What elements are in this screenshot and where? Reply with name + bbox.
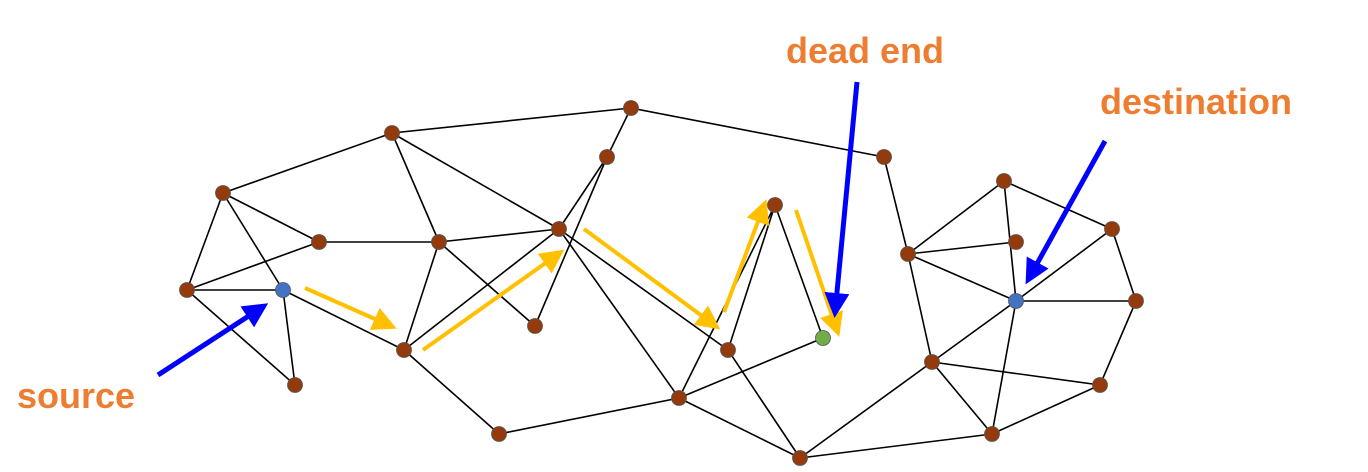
dead-end-pointer-arrow <box>824 81 860 318</box>
node-b <box>179 282 195 298</box>
edge-a-b <box>186 192 224 291</box>
node-n <box>671 390 687 406</box>
edge-q-r <box>774 204 824 339</box>
node-layer <box>179 100 1144 466</box>
node-d <box>311 234 327 250</box>
node-ac <box>1092 377 1108 393</box>
edge-layer <box>186 107 1137 459</box>
edge-j-l <box>534 156 608 327</box>
node-u <box>792 450 808 466</box>
edge-v-z <box>907 253 1017 302</box>
edge-s-e <box>282 289 296 386</box>
pointer-arrow-layer <box>156 81 1108 378</box>
edge-j-k <box>558 156 608 230</box>
edge-a-d <box>222 192 320 243</box>
route-arrow-5 <box>794 209 843 337</box>
node-w <box>996 173 1012 189</box>
edge-v-ab <box>907 253 933 363</box>
route-arrow-3 <box>582 227 721 330</box>
source-pointer-arrow <box>156 303 269 378</box>
edge-f-g <box>391 132 440 243</box>
edge-f-i <box>391 107 632 134</box>
node-t <box>876 149 892 165</box>
edge-ac-ad <box>991 384 1101 435</box>
edge-i-j <box>606 107 632 158</box>
node-f <box>384 125 400 141</box>
edge-v-x <box>907 241 1017 255</box>
edge-b-e <box>186 289 296 386</box>
edge-h-k <box>403 228 560 351</box>
edge-w-y <box>1003 180 1113 230</box>
node-aa <box>1128 293 1144 309</box>
node-q <box>767 197 783 213</box>
dead-end-node <box>815 330 831 346</box>
node-i <box>623 100 639 116</box>
source-node <box>275 282 291 298</box>
node-y <box>1104 221 1120 237</box>
edge-u-ad <box>799 433 993 459</box>
node-v <box>900 246 916 262</box>
edge-s-h <box>282 289 405 351</box>
node-ab <box>924 354 940 370</box>
node-ad <box>984 426 1000 442</box>
route-arrow-4 <box>722 199 770 313</box>
edge-z-ad <box>991 300 1017 435</box>
edge-n-r <box>678 337 824 399</box>
edge-v-w <box>907 180 1005 255</box>
edge-ab-ac <box>931 361 1101 386</box>
edge-ab-ad <box>931 361 993 435</box>
node-l <box>527 318 543 334</box>
edge-a-f <box>222 132 393 194</box>
edge-i-t <box>630 107 885 158</box>
node-m <box>491 426 507 442</box>
node-a <box>215 185 231 201</box>
edge-f-k <box>391 132 560 230</box>
route-arrow-layer <box>304 199 843 352</box>
edge-b-d <box>186 241 320 291</box>
edge-g-l <box>438 241 536 327</box>
edge-u-ab <box>799 361 933 459</box>
node-g <box>431 234 447 250</box>
edge-aa-ac <box>1099 300 1137 386</box>
destination-node <box>1008 293 1024 309</box>
edge-n-u <box>678 397 801 459</box>
edge-z-ab <box>931 300 1017 363</box>
node-k <box>551 221 567 237</box>
edge-m-n <box>498 397 680 435</box>
edge-a-s <box>222 192 284 291</box>
edge-k-n <box>558 228 680 399</box>
node-x <box>1008 234 1024 250</box>
edge-y-aa <box>1111 228 1137 302</box>
source-label: source <box>17 375 135 416</box>
edge-k-o <box>558 228 729 351</box>
edge-o-q <box>727 204 776 351</box>
edge-g-h <box>403 241 440 351</box>
node-j <box>599 149 615 165</box>
route-arrow-2 <box>421 249 565 352</box>
edge-z-y <box>1015 228 1113 302</box>
dead-end-label: dead end <box>786 30 944 71</box>
node-e <box>287 377 303 393</box>
edge-t-v <box>883 156 909 255</box>
node-h <box>396 342 412 358</box>
node-o <box>720 342 736 358</box>
destination-label: destination <box>1100 81 1292 122</box>
edge-g-k <box>438 228 560 243</box>
edge-h-m <box>403 349 500 435</box>
route-arrow-1 <box>304 286 397 330</box>
edge-o-u <box>727 349 801 459</box>
destination-pointer-arrow <box>1025 139 1108 285</box>
